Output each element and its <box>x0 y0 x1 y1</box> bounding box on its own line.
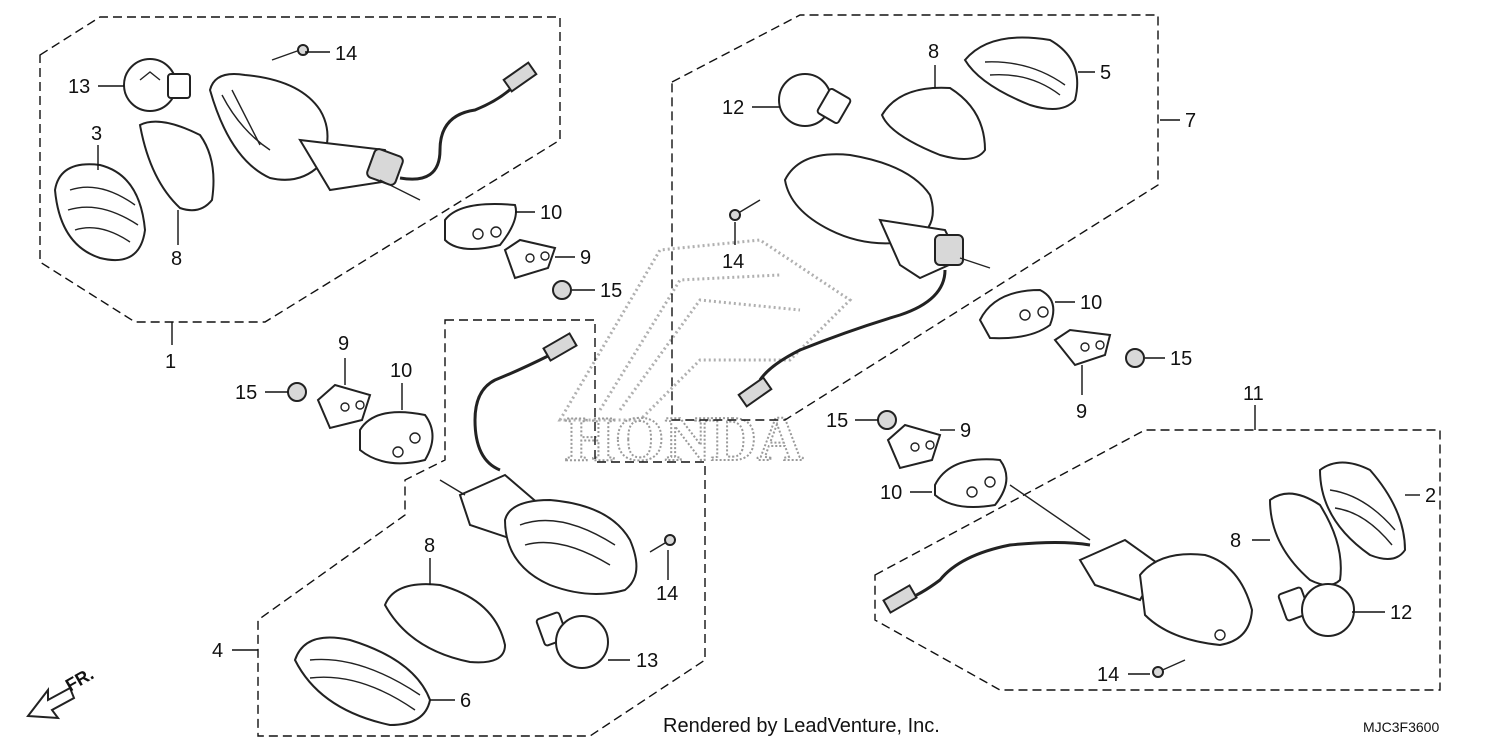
housing-4 <box>439 473 638 595</box>
watermark-text: HONDA <box>565 403 803 474</box>
lens-6 <box>293 636 432 727</box>
callout-13-b: 13 <box>636 650 658 672</box>
screw-14-upper-left <box>271 44 309 61</box>
callout-14-b: 14 <box>722 251 744 273</box>
callout-7: 7 <box>1185 110 1196 132</box>
callout-9-c: 9 <box>338 333 349 355</box>
callout-10-d: 10 <box>880 482 902 504</box>
nut-15-upper-left <box>552 280 572 300</box>
bulb-13-lower <box>535 611 609 669</box>
gasket-8-lower-right <box>1268 492 1342 586</box>
leader-lines <box>97 51 1420 701</box>
rubber-mount-10-lower-right <box>934 458 1008 508</box>
collar-plate-9-lower-right <box>886 423 942 470</box>
connector-7 <box>737 376 773 408</box>
housing-1 <box>208 73 421 201</box>
screw-14-lower-right <box>1152 659 1186 678</box>
callout-5: 5 <box>1100 62 1111 84</box>
rubber-mount-10-right-upper <box>978 288 1055 340</box>
callout-14-a: 14 <box>335 43 357 65</box>
callout-10-b: 10 <box>1080 292 1102 314</box>
lens-5 <box>963 36 1079 110</box>
connector-1 <box>502 61 538 93</box>
screw-14-right-upper <box>729 199 761 221</box>
turn-signal-assembly-7 <box>729 36 1145 408</box>
turn-signal-assembly-4 <box>287 332 676 727</box>
callout-14-c: 14 <box>656 583 678 605</box>
collar-plate-9-right-upper <box>1053 328 1112 367</box>
callout-8-b: 8 <box>928 41 939 63</box>
gasket-8-upper <box>138 120 215 212</box>
bolt-line-11 <box>1009 484 1091 541</box>
callout-2: 2 <box>1425 485 1436 507</box>
collar-plate-9-lower-left <box>316 383 372 430</box>
callout-9-b: 9 <box>1076 401 1087 423</box>
group-outline-7 <box>671 14 1159 421</box>
diagram-code: MJC3F3600 <box>1363 719 1439 735</box>
callout-4: 4 <box>212 640 223 662</box>
wire-4 <box>473 353 551 472</box>
credit-text: Rendered by LeadVenture, Inc. <box>663 715 940 737</box>
callout-12-a: 12 <box>722 97 744 119</box>
callout-15-a: 15 <box>600 280 622 302</box>
callout-8-d: 8 <box>1230 530 1241 552</box>
rubber-mount-10-upper-left <box>444 203 517 250</box>
callout-14-d: 14 <box>1097 664 1119 686</box>
callout-10-c: 10 <box>390 360 412 382</box>
callout-1: 1 <box>165 351 176 373</box>
front-arrow: FR. <box>26 664 97 720</box>
nut-15-lower-left <box>287 382 307 402</box>
lens-2 <box>1318 461 1407 560</box>
callout-15-c: 15 <box>235 382 257 404</box>
callout-6: 6 <box>460 690 471 712</box>
group-outline-11 <box>874 429 1441 691</box>
housing-7 <box>783 153 991 280</box>
callout-10-a: 10 <box>540 202 562 224</box>
housing-11 <box>1078 538 1254 647</box>
callout-12-b: 12 <box>1390 602 1412 624</box>
gasket-8-lower-left <box>383 583 507 664</box>
turn-signal-assembly-11 <box>877 410 1407 678</box>
connector-4 <box>542 332 578 362</box>
callout-13-a: 13 <box>68 76 90 98</box>
group-outline-1 <box>39 16 561 323</box>
callout-9-d: 9 <box>960 420 971 442</box>
wire-1 <box>399 83 517 181</box>
screw-14-lower-left <box>649 534 676 553</box>
callout-3: 3 <box>91 123 102 145</box>
group-outline-4 <box>257 319 706 737</box>
callout-11: 11 <box>1243 383 1264 405</box>
gasket-8-right <box>880 86 987 160</box>
connector-11 <box>882 584 918 614</box>
nut-15-right-upper <box>1125 348 1145 368</box>
callout-8-a: 8 <box>171 248 182 270</box>
wire-7 <box>758 269 947 381</box>
front-arrow-icon <box>26 686 76 720</box>
nut-15-lower-right <box>877 410 897 430</box>
callout-9-a: 9 <box>580 247 591 269</box>
collar-plate-9-upper-left <box>503 238 557 280</box>
lens-3 <box>53 163 147 262</box>
callout-numbers: 14 13 3 8 10 9 15 1 12 8 5 7 14 10 15 9 … <box>68 41 1436 712</box>
callout-15-d: 15 <box>826 410 848 432</box>
bulb-13-upper <box>123 58 191 112</box>
bulb-12-upper <box>778 73 852 127</box>
honda-watermark: HONDA <box>557 238 853 475</box>
rubber-mount-10-lower-left <box>359 411 434 465</box>
callout-15-b: 15 <box>1170 348 1192 370</box>
wire-11 <box>904 541 1091 602</box>
bulb-12-lower <box>1277 583 1355 637</box>
callout-8-c: 8 <box>424 535 435 557</box>
turn-signal-assembly-1 <box>53 44 572 300</box>
